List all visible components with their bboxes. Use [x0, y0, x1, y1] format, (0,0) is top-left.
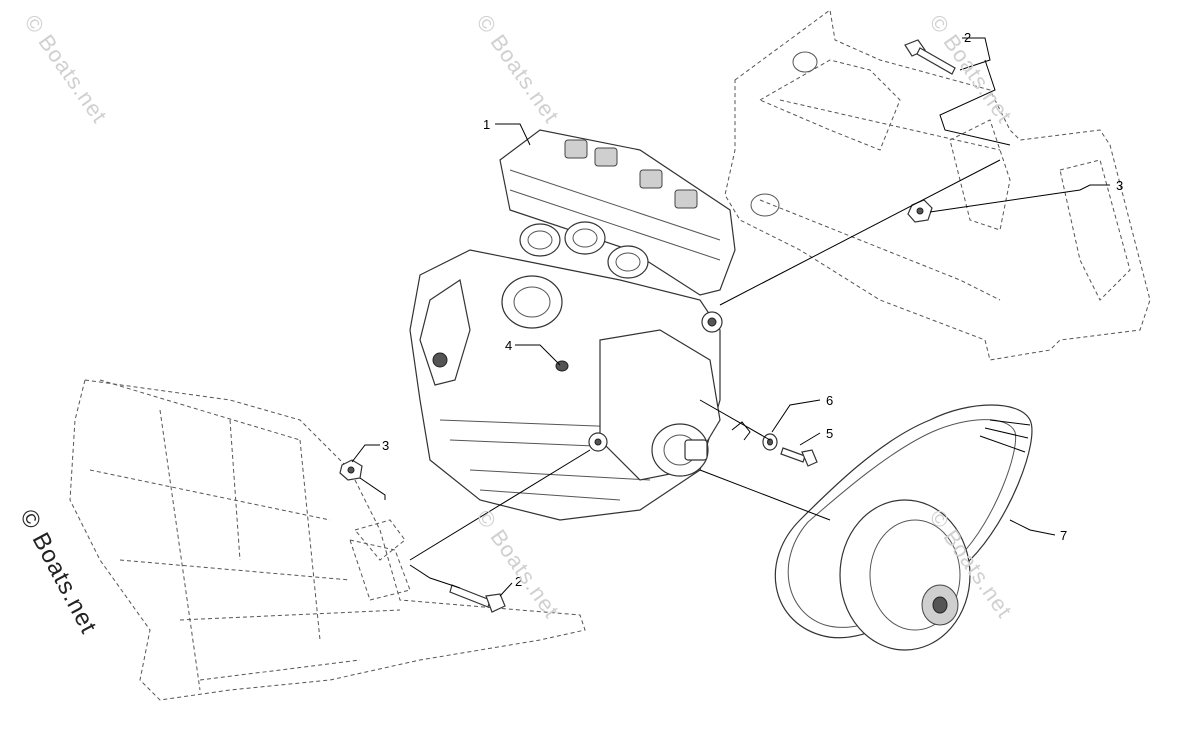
callout-2-upper: 2: [964, 30, 971, 45]
callout-labels: 1 2 3 4 3 6 5 7 2: [382, 30, 1123, 589]
callout-4: 4: [505, 338, 512, 353]
retaining-clip: [731, 421, 751, 441]
engine-block: [409, 129, 736, 521]
drive-clutch-and-belt: [774, 404, 1033, 651]
washer: [762, 433, 778, 451]
callout-5: 5: [826, 426, 833, 441]
callout-2-lower: 2: [515, 574, 522, 589]
callout-1: 1: [483, 117, 490, 132]
callout-7: 7: [1060, 528, 1067, 543]
leader-lines: [351, 37, 1110, 597]
callout-6: 6: [826, 393, 833, 408]
bolt-lower: [449, 584, 506, 613]
callout-3-right: 3: [1116, 178, 1123, 193]
callout-3-left: 3: [382, 438, 389, 453]
bolt-upper: [904, 39, 956, 75]
nut-right: [907, 199, 933, 223]
vehicle-frame: [69, 379, 586, 701]
clutch-bolt: [780, 447, 818, 467]
